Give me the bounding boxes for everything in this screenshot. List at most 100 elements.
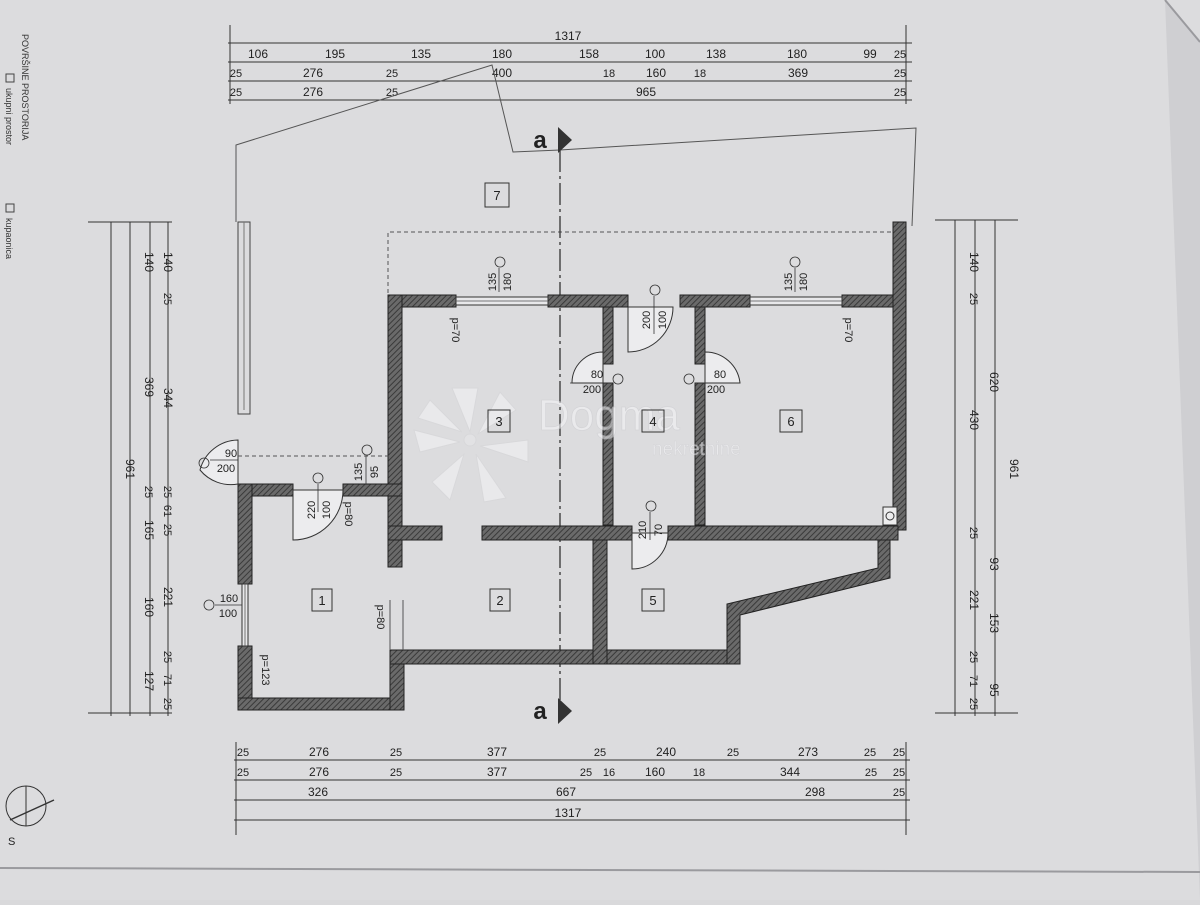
right-a-dim: 71: [967, 675, 979, 687]
bottom-row2-dim: 25: [865, 767, 877, 779]
top-row3-dim: 276: [303, 85, 323, 99]
section-label-top: a: [533, 127, 547, 154]
bottom-row3-dim: 298: [805, 785, 825, 799]
right-a-dim: 25: [967, 698, 979, 710]
section-marker-bottom: a: [533, 698, 572, 725]
room-labels: 1 2 3 4 5 6 7: [311, 182, 803, 612]
north-label: S: [8, 836, 15, 848]
room-number-1: 1: [318, 593, 325, 608]
right-dimension-labels: 140 25 430 25 221 25 71 25 620 93 153 95…: [967, 252, 1021, 710]
top-row1-dim: 99: [863, 47, 877, 61]
left-b-dim: 25: [161, 524, 173, 536]
top-dimension-labels: 1317 106 195 135 180 158 100 138 180 99 …: [230, 29, 906, 99]
bottom-row1-dim: 25: [893, 747, 905, 759]
right-a-dim: 140: [967, 252, 981, 272]
left-b-dim: 344: [161, 388, 175, 408]
right-a-dim: 221: [967, 590, 981, 610]
bottom-row1-dim: 25: [390, 747, 402, 759]
north-arrow: S: [5, 785, 55, 848]
opening-height: 135: [783, 273, 795, 291]
bottom-row1-dim: 25: [237, 747, 249, 759]
bottom-total-dim: 1317: [555, 806, 582, 820]
right-total-dim: 961: [1007, 459, 1021, 479]
left-b-dim: 25: [161, 651, 173, 663]
opening-width: 80: [591, 369, 603, 381]
opening-height: 220: [306, 501, 318, 519]
bottom-row3-dim: 326: [308, 785, 328, 799]
column-marker: [882, 506, 898, 526]
bottom-row2-dim: 344: [780, 765, 800, 779]
bottom-row1-dim: 25: [864, 747, 876, 759]
top-row2-dim: 276: [303, 66, 323, 80]
top-row1-dim: 180: [787, 47, 807, 61]
room-number-3: 3: [495, 414, 502, 429]
bottom-row2-dim: 25: [893, 767, 905, 779]
right-a-dim: 25: [967, 651, 979, 663]
opening-height: 200: [641, 311, 653, 329]
room-number-7: 7: [493, 188, 500, 203]
top-row2-dim: 160: [646, 66, 666, 80]
top-row3-dim: 965: [636, 85, 656, 99]
page-edge-shadow: [1165, 0, 1200, 900]
top-total-dim: 1317: [555, 29, 582, 43]
bottom-row2-dim: 18: [693, 767, 705, 779]
legend-item-1: ukupni prostor: [4, 88, 14, 145]
bottom-row2-dim: 276: [309, 765, 329, 779]
top-dimension-chains: [228, 25, 912, 104]
left-a-dim: 127: [142, 671, 156, 691]
top-row3-dim: 25: [230, 87, 242, 99]
top-row1-dim: 135: [411, 47, 431, 61]
bottom-row3-dim: 667: [556, 785, 576, 799]
top-row2-dim: 400: [492, 66, 512, 80]
legend-title: POVRŠINE PROSTORIJA: [20, 34, 30, 140]
top-row1-dim: 180: [492, 47, 512, 61]
right-b-dim: 93: [987, 557, 1001, 571]
parapet-height: p=70: [449, 318, 461, 343]
left-b-dim: 221: [161, 587, 175, 607]
section-marker-top: a: [533, 127, 572, 154]
sheet-bottom-border: [0, 867, 1200, 873]
parapet-height: p=123: [259, 655, 271, 686]
legend-swatch-2: [5, 203, 15, 213]
opening-height: 135: [353, 463, 365, 481]
bottom-row1-dim: 240: [656, 745, 676, 759]
opening-height: 210: [637, 521, 649, 539]
opening-width: 100: [657, 311, 669, 329]
opening-height: 200: [217, 463, 235, 475]
bottom-row1-dim: 25: [727, 747, 739, 759]
opening-width: 90: [225, 448, 237, 460]
left-b-dim: 140: [161, 252, 175, 272]
right-a-dim: 25: [967, 527, 979, 539]
top-row1-dim: 195: [325, 47, 345, 61]
left-b-dim: 71: [161, 674, 173, 686]
left-a-dim: 369: [142, 377, 156, 397]
top-row2-dim: 25: [386, 68, 398, 80]
parapet-height: p=80: [342, 502, 354, 527]
opening-height: 200: [707, 384, 725, 396]
top-row3-dim: 25: [894, 87, 906, 99]
right-a-dim: 430: [967, 410, 981, 430]
left-b-dim: 25: [161, 293, 173, 305]
left-dimension-labels: 961 140 369 25 165 160 127 140 25 344 25…: [123, 252, 175, 710]
bottom-row1-dim: 377: [487, 745, 507, 759]
door-swings: [199, 306, 741, 570]
room-number-6: 6: [787, 414, 794, 429]
opening-height: 200: [583, 384, 601, 396]
opening-width: 160: [220, 593, 238, 605]
legend-swatch-1: [5, 73, 15, 83]
watermark-brand: Dogma: [538, 391, 680, 440]
window-glazing: [244, 300, 842, 646]
bottom-row2-dim: 25: [237, 767, 249, 779]
legend-item-2: kupaonica: [4, 218, 14, 259]
top-row3-dim: 25: [386, 87, 398, 99]
parapet-labels: p=70 p=70 p=80 p=80 p=123: [259, 318, 854, 686]
top-row2-dim: 25: [230, 68, 242, 80]
bottom-row1-dim: 273: [798, 745, 818, 759]
right-b-dim: 95: [987, 683, 1001, 697]
left-a-dim: 25: [142, 486, 154, 498]
opening-tags: 180 135 180 135 100 200 80 200 80 200: [198, 256, 810, 620]
left-a-dim: 160: [142, 597, 156, 617]
left-b-dim: 25: [161, 486, 173, 498]
